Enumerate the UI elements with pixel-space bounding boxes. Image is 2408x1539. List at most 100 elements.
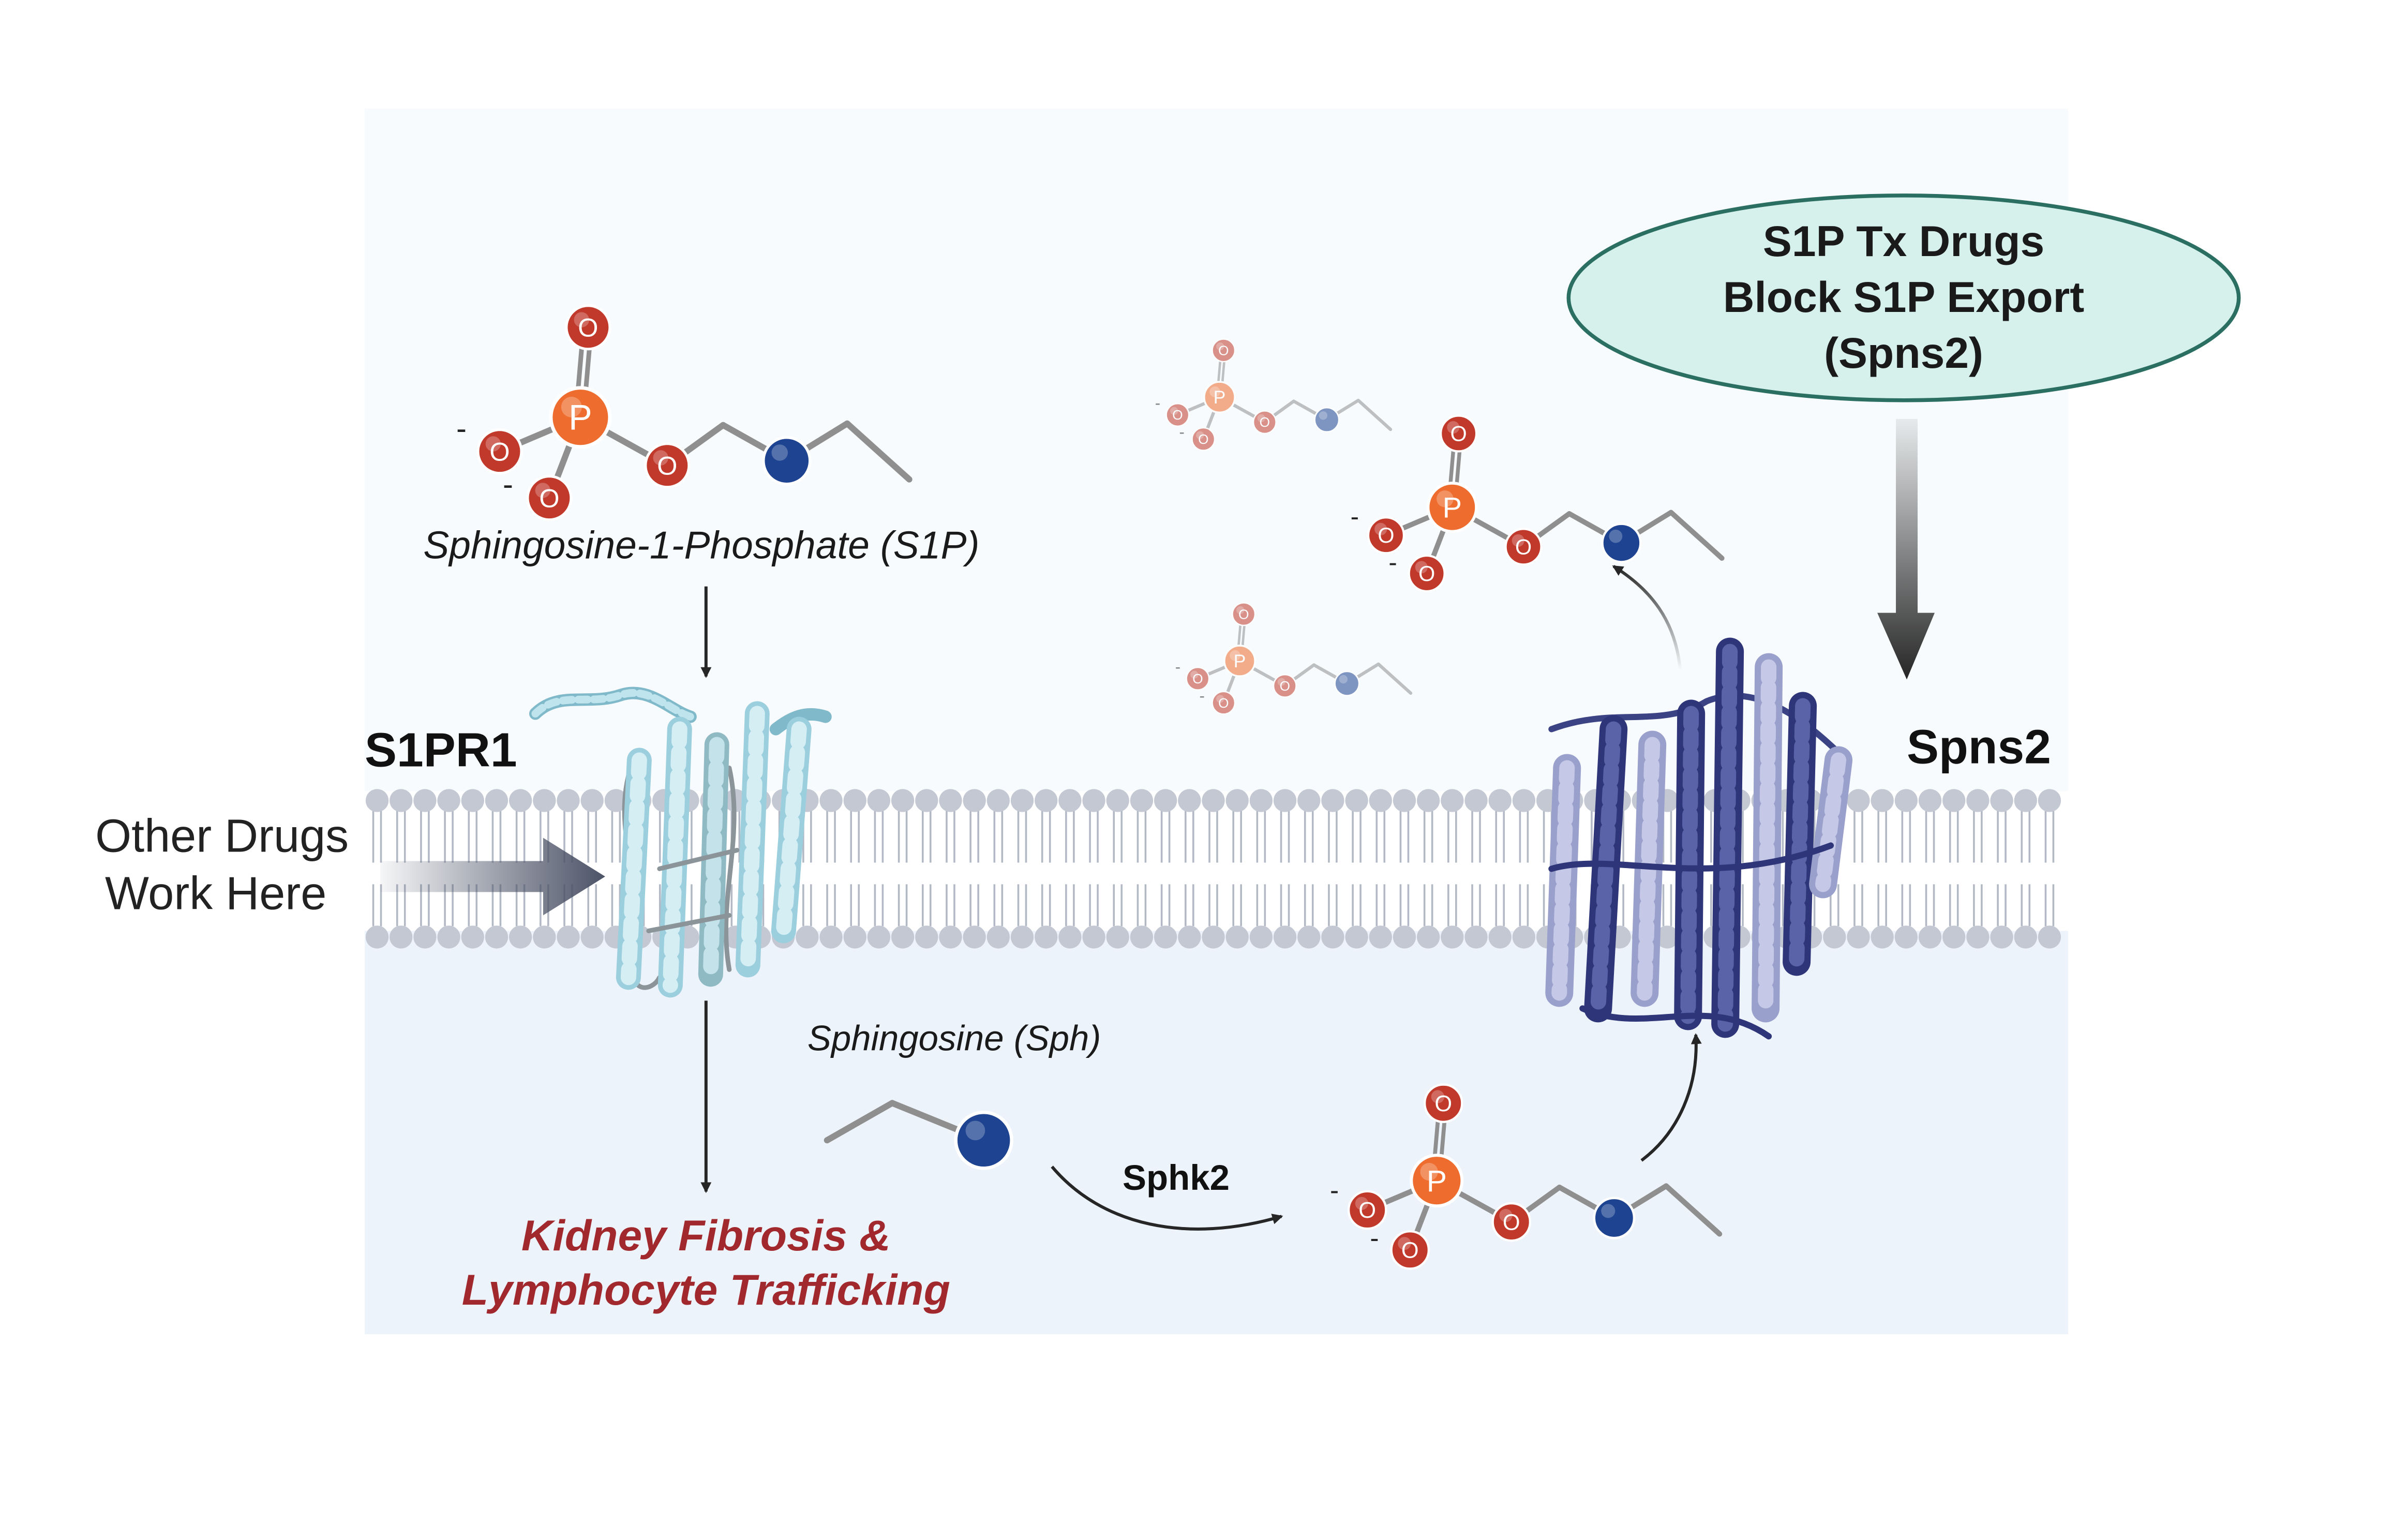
lipid-head <box>508 789 532 812</box>
atom-o <box>644 442 691 489</box>
lipid-head <box>1441 789 1464 812</box>
lipid-head <box>533 789 556 812</box>
atom-o <box>1232 602 1256 626</box>
atom-o <box>1191 427 1216 451</box>
svg-text:O: O <box>578 312 598 342</box>
arrow-right-icon <box>380 838 605 916</box>
svg-text:O: O <box>1280 678 1290 694</box>
svg-text:O: O <box>1418 562 1435 586</box>
lipid-head <box>1488 789 1512 812</box>
svg-text:O: O <box>489 437 510 466</box>
lipid-head <box>461 925 484 949</box>
lipid-head <box>1035 789 1058 812</box>
lipid-head <box>604 789 628 812</box>
atom-o <box>1491 1202 1532 1242</box>
charge-label: - <box>1388 548 1397 577</box>
svg-text:O: O <box>1515 535 1532 559</box>
lipid-head <box>986 925 1010 949</box>
lipid-head <box>413 925 437 949</box>
charge-label: - <box>1200 687 1205 705</box>
lipid-head <box>1393 925 1416 949</box>
atom-p <box>1203 381 1236 414</box>
atom-o <box>1390 1230 1430 1270</box>
svg-text:O: O <box>539 483 559 513</box>
svg-text:P: P <box>569 398 592 438</box>
atom-p <box>1223 645 1256 677</box>
lipid-head <box>1942 925 1966 949</box>
lipid-head <box>1225 925 1249 949</box>
lipid-head <box>819 925 843 949</box>
lipid-head <box>915 789 938 812</box>
lipid-head <box>986 789 1010 812</box>
svg-text:O: O <box>1434 1092 1452 1116</box>
lipid-head <box>1345 925 1368 949</box>
atom-o <box>476 428 523 475</box>
lipid-head <box>2014 789 2037 812</box>
svg-text:O: O <box>1401 1238 1419 1263</box>
svg-text:O: O <box>1450 422 1467 445</box>
callout-line-3: (Spns2) <box>1824 328 1983 377</box>
lipid-head <box>437 789 460 812</box>
lipid-head <box>1249 789 1273 812</box>
lipid-head <box>1464 925 1488 949</box>
svg-text:P: P <box>1234 651 1246 671</box>
atom <box>1314 407 1340 433</box>
lipid-head <box>1082 789 1105 812</box>
callout-line-2: Block S1P Export <box>1723 273 2084 321</box>
lipid-head <box>580 925 604 949</box>
lipid-head <box>413 789 437 812</box>
atom <box>1334 670 1360 697</box>
lipid-head <box>508 925 532 949</box>
svg-text:O: O <box>1172 407 1183 423</box>
arrow-s1p-to-spns2 <box>1640 1033 1702 1162</box>
lipid-head <box>963 789 986 812</box>
atom-o <box>1423 1083 1463 1123</box>
lipid-head <box>1297 789 1321 812</box>
lipid-head <box>1847 789 1870 812</box>
charge-label: - <box>1370 1223 1379 1253</box>
lipid-head <box>485 789 508 812</box>
charge-label: - <box>1175 658 1180 676</box>
other-drugs-line-1: Other Drugs <box>95 810 349 862</box>
charge-label: - <box>1351 502 1359 531</box>
lipid-head <box>1202 925 1225 949</box>
lipid-head <box>1416 925 1440 949</box>
lipid-head <box>390 925 413 949</box>
lipid-head <box>1512 925 1536 949</box>
charge-label: - <box>1330 1175 1339 1205</box>
lipid-head <box>867 789 891 812</box>
lipid-head <box>1488 925 1512 949</box>
atom-o <box>1165 402 1190 427</box>
lipid-head <box>1154 925 1177 949</box>
svg-text:O: O <box>1192 671 1203 686</box>
lipid-head <box>1512 789 1536 812</box>
lipid-head <box>1369 925 1392 949</box>
atom <box>1601 522 1642 563</box>
lipid-head <box>1273 789 1297 812</box>
intracellular-space <box>365 931 2068 1335</box>
lipid-head <box>843 789 866 812</box>
lipid-head <box>1321 789 1344 812</box>
lipid-head <box>1058 925 1082 949</box>
s1p-label: Sphingosine-1-Phosphate (S1P) <box>423 524 979 567</box>
atom-o <box>1347 1190 1387 1230</box>
lipid-head <box>1010 789 1034 812</box>
lipid-head <box>1894 925 1918 949</box>
lipid-head <box>365 789 389 812</box>
arrow-sphk2-conversion <box>1051 1166 1283 1231</box>
svg-text:O: O <box>1503 1210 1520 1235</box>
charge-label: - <box>456 411 467 446</box>
lipid-head <box>2038 789 2061 812</box>
lipid-head <box>891 789 915 812</box>
lipid-head <box>1966 925 1990 949</box>
atom <box>954 1111 1013 1170</box>
s1pr1-label: S1PR1 <box>365 723 517 777</box>
lipid-head <box>557 789 580 812</box>
lipid-head <box>963 925 986 949</box>
charge-label: - <box>503 467 513 502</box>
atom-o <box>1504 528 1543 566</box>
